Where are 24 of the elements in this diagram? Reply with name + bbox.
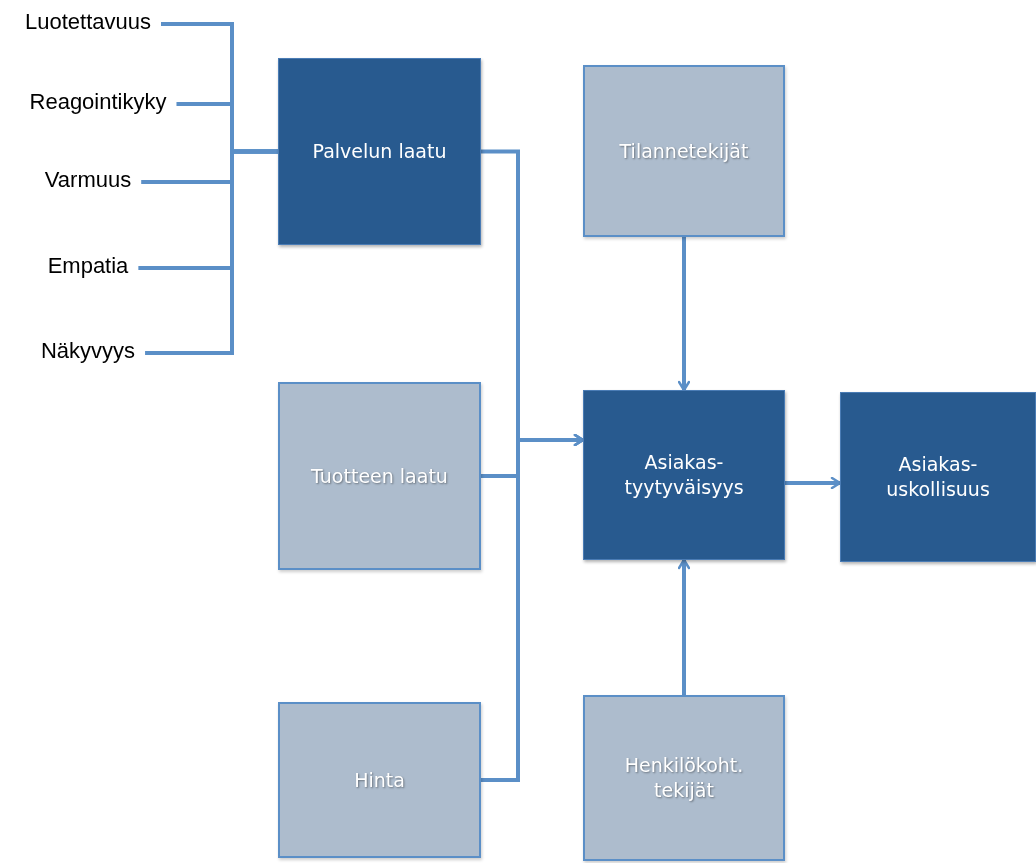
- factor-label: Näkyvyys: [40, 338, 136, 364]
- arrow: [481, 433, 585, 782]
- arrow: [677, 558, 691, 695]
- factor-label: Varmuus: [44, 167, 132, 193]
- factor-label: Reagointikyky: [29, 89, 167, 115]
- process-box: [278, 58, 481, 245]
- factor-label: Empatia: [47, 253, 129, 279]
- box-label: Palvelun laatu: [311, 139, 448, 164]
- box-label: Hinta: [353, 767, 406, 793]
- process-box: [840, 392, 1036, 562]
- bracket-line: [145, 149, 278, 355]
- arrow: [677, 237, 691, 392]
- box-label: Tilannetekijät: [618, 138, 750, 164]
- box-label: Henkilökoht. tekijät: [623, 753, 745, 803]
- arrow: [785, 476, 842, 490]
- process-box: [583, 695, 785, 861]
- process-box: [278, 382, 481, 570]
- box-label: Asiakas- tyytyväisyys: [623, 450, 745, 500]
- process-box: [583, 65, 785, 237]
- box-label: Asiakas- uskollisuus: [885, 452, 991, 502]
- process-box: [583, 390, 785, 560]
- process-box: [278, 702, 481, 858]
- factor-label: Luotettavuus: [25, 9, 151, 35]
- box-label: Tuotteen laatu: [310, 463, 449, 489]
